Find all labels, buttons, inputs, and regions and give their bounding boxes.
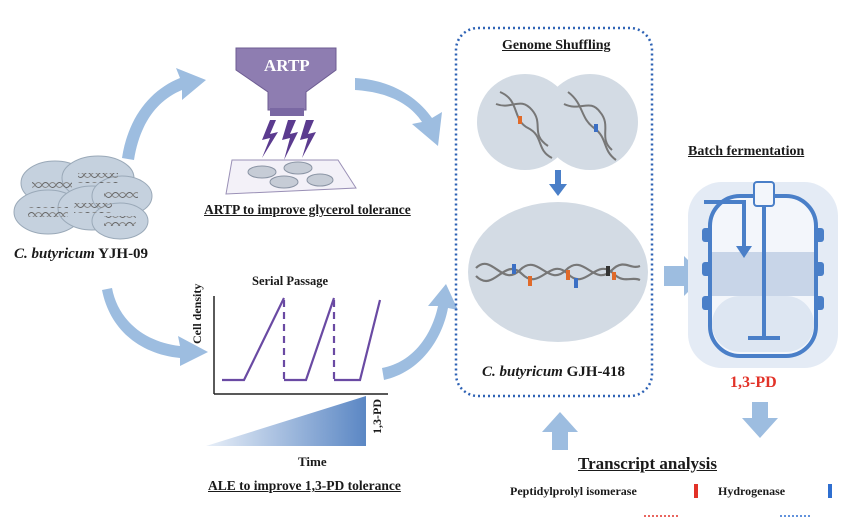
cell-density-axis-label: Cell density xyxy=(190,283,204,344)
artp-caption: ARTP to improve glycerol tolerance xyxy=(204,202,411,217)
gene-up-label: Peptidylprolyl isomerase xyxy=(510,484,637,498)
arrow-artp-to-shuffle xyxy=(355,78,442,146)
arrow-ale-to-shuffle xyxy=(382,284,458,380)
arrow-cells-to-artp xyxy=(122,68,206,160)
pd-gradient-label: 1,3-PD xyxy=(370,399,384,434)
artp-device xyxy=(225,47,357,195)
ale-caption: ALE to improve 1,3-PD tolerance xyxy=(208,478,401,493)
genome-shuffling-box xyxy=(454,26,654,398)
product-label: 1,3-PD xyxy=(730,374,777,391)
start-strain-label: C. butyricum YJH-09 xyxy=(14,246,149,262)
batch-fermentation-title: Batch fermentation xyxy=(688,144,805,159)
flow-arrows xyxy=(102,68,778,450)
growth-curve xyxy=(222,297,285,382)
serial-passage-title: Serial Passage xyxy=(252,274,329,288)
fermenter xyxy=(688,181,838,368)
arrow-transcript-to-shuffle xyxy=(542,412,578,450)
arrow-ferment-to-transcript xyxy=(742,402,778,438)
pd-gradient-triangle xyxy=(206,396,366,446)
cell-cluster xyxy=(13,155,153,240)
artp-device-label: ARTP xyxy=(264,56,310,75)
transcript-analysis-title: Transcript analysis xyxy=(578,454,718,473)
transcript-indicators xyxy=(644,484,832,517)
time-axis-label: Time xyxy=(298,454,327,469)
shuffled-strain-label: C. butyricum GJH-418 xyxy=(482,364,625,380)
genome-shuffling-title: Genome Shuffling xyxy=(502,38,611,53)
serial-passage-chart xyxy=(206,296,388,446)
arrow-cells-to-ale xyxy=(102,288,208,366)
gene-down-label: Hydrogenase xyxy=(718,484,786,498)
